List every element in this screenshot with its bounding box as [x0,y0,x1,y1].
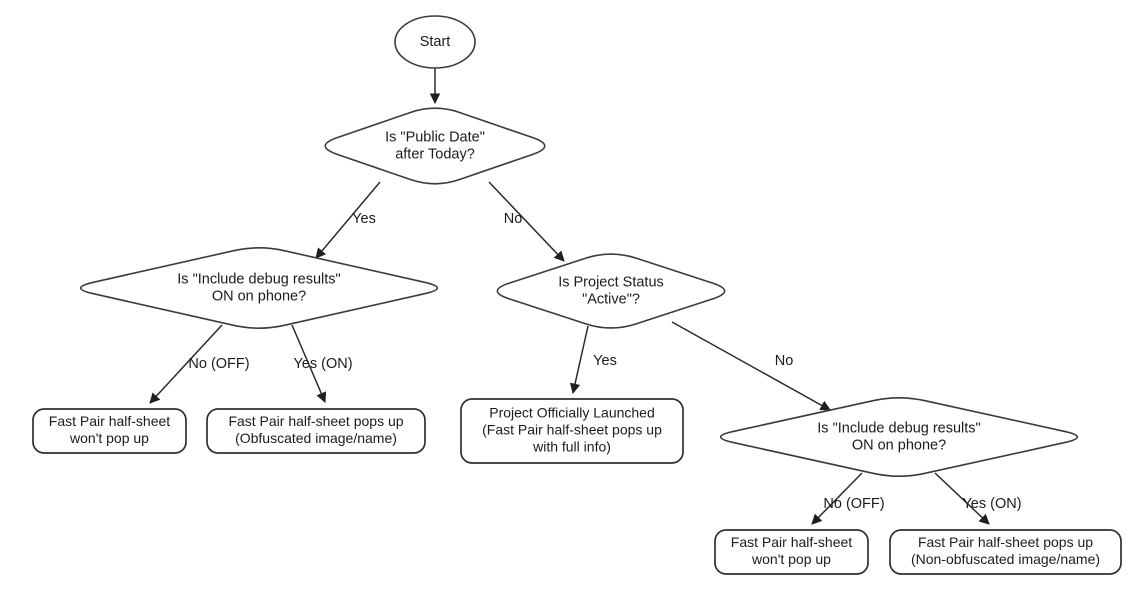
node-shape-rounded-rect [889,529,1122,575]
node-project-status[interactable]: Is Project Status"Active"? [496,253,726,329]
node-shape-rounded-rect [206,408,426,454]
node-shape-rounded-rect [714,529,869,575]
node-text-line: Fast Pair half-sheet [49,413,170,429]
edge-projectstatus-yes [569,325,589,395]
node-debug-right[interactable]: Is "Include debug results"ON on phone? [719,396,1079,478]
edge-debugright-nooff [811,472,863,525]
node-text-line: (Fast Pair half-sheet pops up [482,422,662,438]
nodes-layer: Start Is "Public Date"after Today? Is "Inc… [32,15,1122,575]
node-text-line: Is Project Status [558,274,664,290]
node-text-line: Fast Pair half-sheet pops up [918,534,1093,550]
edge-label-publicdate-yes: Yes [352,211,376,227]
edge-label-debugright-yeson: Yes (ON) [962,496,1021,512]
node-text-line: Fast Pair half-sheet [731,534,852,550]
node-text-line: with full info) [532,439,611,455]
edge-label-projectstatus-no: No [775,353,794,369]
edge-debugright-yeson [934,472,990,525]
node-text-line: Is "Include debug results" [177,271,340,287]
node-shape-diamond [719,396,1079,478]
node-debug-left[interactable]: Is "Include debug results"ON on phone? [79,247,439,329]
node-shape-rounded-rect [460,398,684,464]
node-public-date[interactable]: Is "Public Date"after Today? [324,107,546,185]
node-text-line: Start [420,34,451,50]
edge-label-publicdate-no: No [504,211,523,227]
edge-publicdate-no [488,181,565,262]
node-text-line: won't pop up [751,551,831,567]
node-text-line: (Non-obfuscated image/name) [911,551,1100,567]
edges-layer [149,68,990,525]
node-text-line: (Obfuscated image/name) [235,430,397,446]
node-text-line: won't pop up [69,430,149,446]
node-shape-rounded-rect [32,408,187,454]
node-text-line: after Today? [395,146,475,162]
node-officially-launched[interactable]: Project Officially Launched(Fast Pair ha… [460,398,684,464]
node-obfuscated-popup[interactable]: Fast Pair half-sheet pops up(Obfuscated … [206,408,426,454]
edge-publicdate-yes [315,181,381,259]
node-nonobfuscated-popup[interactable]: Fast Pair half-sheet pops up(Non-obfusca… [889,529,1122,575]
edge-label-debugright-nooff: No (OFF) [823,496,884,512]
edge-projectstatus-no [671,321,831,411]
edge-label-projectstatus-yes: Yes [593,353,617,369]
node-shape-diamond [79,247,439,329]
edge-debugleft-yeson [291,324,327,403]
node-text-line: Is "Include debug results" [817,420,980,436]
node-text-line: Project Officially Launched [489,405,655,421]
node-start[interactable]: Start [394,15,476,69]
node-shape-diamond [324,107,546,185]
node-text-line: ON on phone? [852,437,946,453]
edge-label-debugleft-nooff: No (OFF) [188,356,249,372]
edge-debugleft-nooff [149,324,223,404]
node-text-line: "Active"? [582,291,640,307]
node-text-line: ON on phone? [212,288,306,304]
edge-label-debugleft-yeson: Yes (ON) [293,356,352,372]
node-text-line: Is "Public Date" [385,129,485,145]
node-text-line: Fast Pair half-sheet pops up [228,413,403,429]
node-shape-ellipse [394,15,476,69]
node-shape-diamond [496,253,726,329]
